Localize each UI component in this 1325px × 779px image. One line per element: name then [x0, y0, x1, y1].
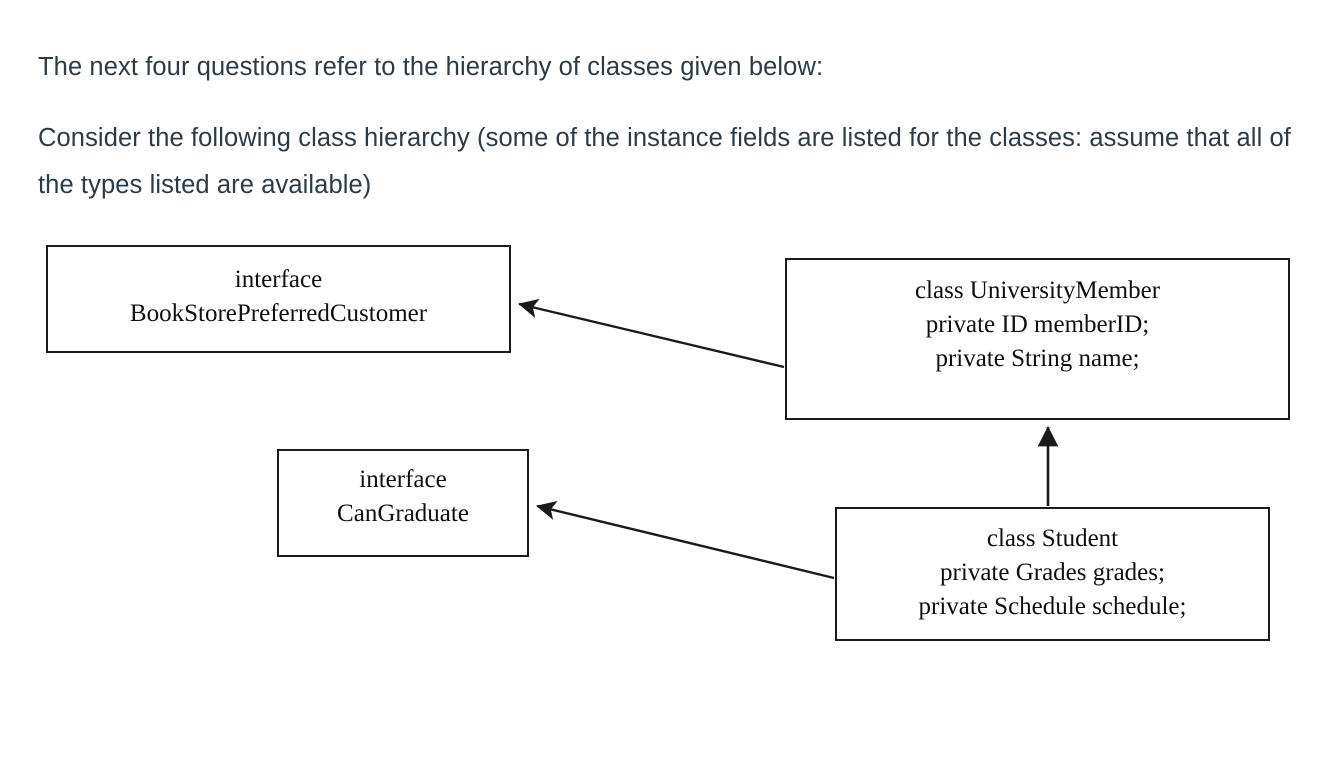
box-bookstore-line-2: BookStorePreferredCustomer: [129, 300, 428, 327]
box-university-line-3: private String name;: [935, 345, 1140, 372]
box-student-line-3: private Schedule schedule;: [918, 593, 1187, 620]
box-cangraduate-line-2: CanGraduate: [337, 500, 469, 527]
box-student-line-2: private Grades grades;: [940, 559, 1165, 586]
intro-paragraph-1: The next four questions refer to the hie…: [38, 53, 824, 81]
edge-student-to-cangraduate: [536, 501, 835, 580]
uml-box-can-graduate: interface CanGraduate: [277, 449, 529, 557]
box-bookstore-line-1: interface: [234, 266, 323, 293]
box-student-line-1: class Student: [986, 525, 1119, 552]
uml-box-university-member: class UniversityMember private ID member…: [785, 258, 1290, 420]
box-university-line-1: class UniversityMember: [914, 277, 1161, 304]
intro-prose: The next four questions refer to the hie…: [38, 44, 1316, 209]
uml-box-student: class Student private Grades grades; pri…: [835, 507, 1270, 641]
uml-box-bookstore-preferred-customer: interface BookStorePreferredCustomer: [46, 245, 511, 353]
box-cangraduate-line-1: interface: [359, 466, 447, 493]
intro-paragraph-2: Consider the following class hierarchy (…: [38, 124, 1299, 199]
edge-university-to-bookstore: [518, 298, 785, 369]
box-university-line-2: private ID memberID;: [925, 311, 1150, 338]
